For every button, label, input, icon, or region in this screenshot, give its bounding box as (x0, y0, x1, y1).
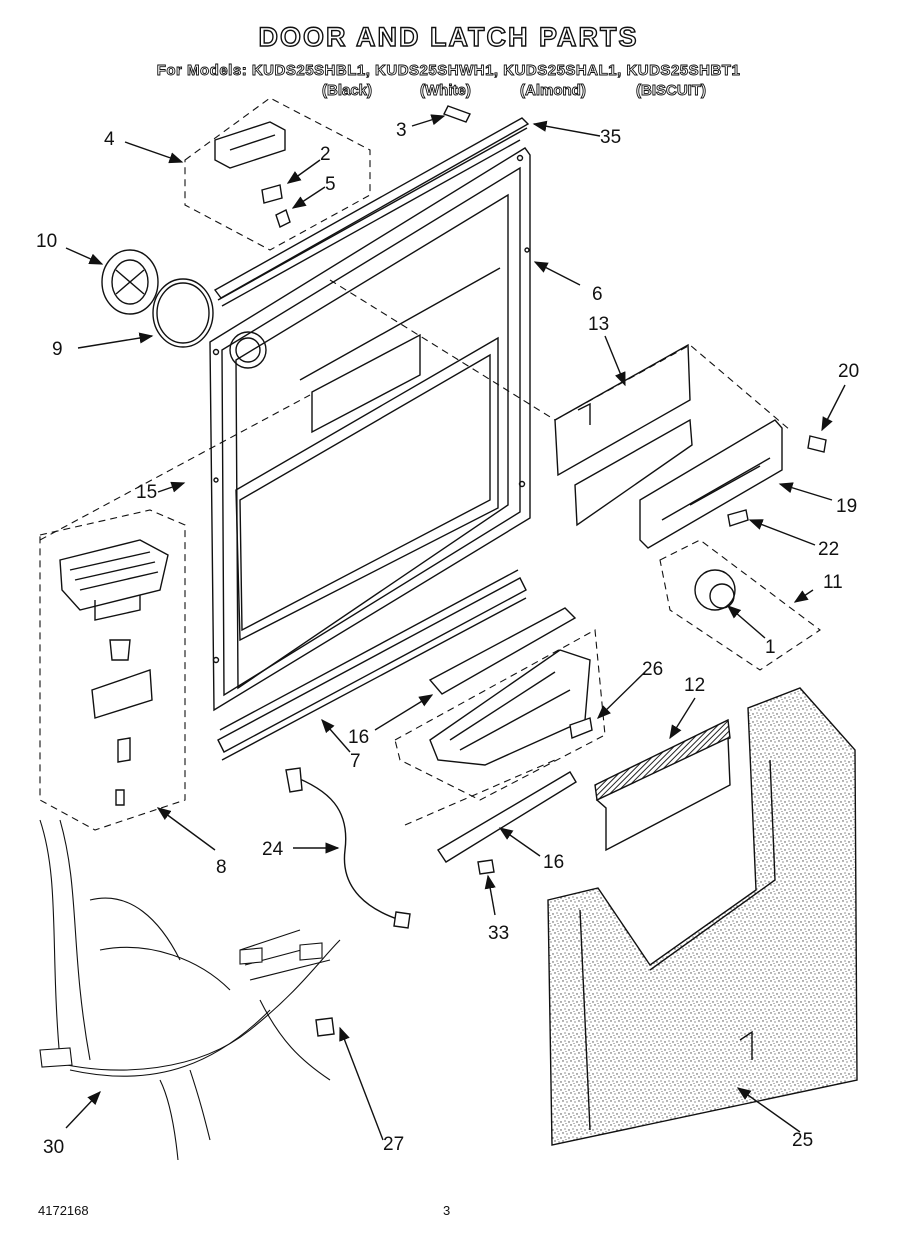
callout-26: 26 (642, 659, 664, 680)
rinse-aid-gasket (152, 278, 214, 348)
group-outlines (39, 97, 821, 831)
callout-16-lower: 16 (543, 852, 565, 873)
callout-4: 4 (104, 129, 115, 150)
callout-13: 13 (588, 314, 610, 335)
callout-2: 2 (320, 144, 331, 165)
diagram-title: DOOR AND LATCH PARTS (258, 21, 639, 52)
callout-33: 33 (488, 923, 510, 944)
screw-3 (443, 105, 471, 123)
screw-20 (807, 435, 827, 453)
top-trim-strip (213, 117, 530, 307)
callout-19: 19 (836, 496, 858, 517)
callout-9: 9 (52, 339, 63, 360)
wire-harness (39, 819, 341, 1161)
callout-27: 27 (383, 1134, 405, 1155)
color-label-almond: (Almond) (520, 82, 587, 100)
callout-22: 22 (818, 539, 840, 560)
door-handle-latch (428, 607, 591, 863)
latch-clip-26 (569, 717, 593, 739)
document-number: 4172168 (38, 1203, 89, 1218)
bottom-trim-strip (217, 569, 527, 761)
leader-lines (65, 114, 846, 1141)
callout-11: 11 (823, 572, 843, 593)
callout-3: 3 (396, 120, 407, 141)
latch-bracket (554, 343, 693, 527)
callout-24: 24 (262, 839, 284, 860)
callout-5: 5 (325, 174, 336, 195)
callout-16-upper: 16 (348, 727, 370, 748)
color-label-black: (Black) (322, 82, 373, 100)
power-cord (289, 774, 401, 921)
callout-1: 1 (765, 637, 776, 658)
model-list: For Models: KUDS25SHBL1, KUDS25SHWH1, KU… (156, 62, 741, 80)
clip-22 (727, 509, 749, 527)
inner-door-panel (209, 147, 531, 712)
screw-33 (477, 859, 495, 875)
page-number: 3 (443, 1203, 451, 1218)
callout-6: 6 (592, 284, 603, 305)
callout-35: 35 (600, 127, 622, 148)
insulation-pad (594, 718, 731, 852)
wire-connector-27 (315, 1017, 335, 1037)
callout-8: 8 (216, 857, 227, 878)
color-label-white: (White) (420, 82, 472, 100)
latch-switch-assembly (214, 121, 291, 228)
callout-15: 15 (136, 482, 158, 503)
callout-30: 30 (43, 1137, 65, 1158)
control-panel-housing (639, 419, 783, 549)
callout-20: 20 (838, 361, 860, 382)
color-label-biscuit: (BISCUIT) (636, 82, 707, 100)
callout-12: 12 (684, 675, 706, 696)
callout-25: 25 (792, 1130, 814, 1151)
control-knob (694, 569, 736, 611)
detergent-dispenser (59, 539, 169, 806)
callout-7: 7 (350, 751, 361, 772)
door-insulation-blanket (547, 687, 858, 1146)
callout-10: 10 (36, 231, 58, 252)
